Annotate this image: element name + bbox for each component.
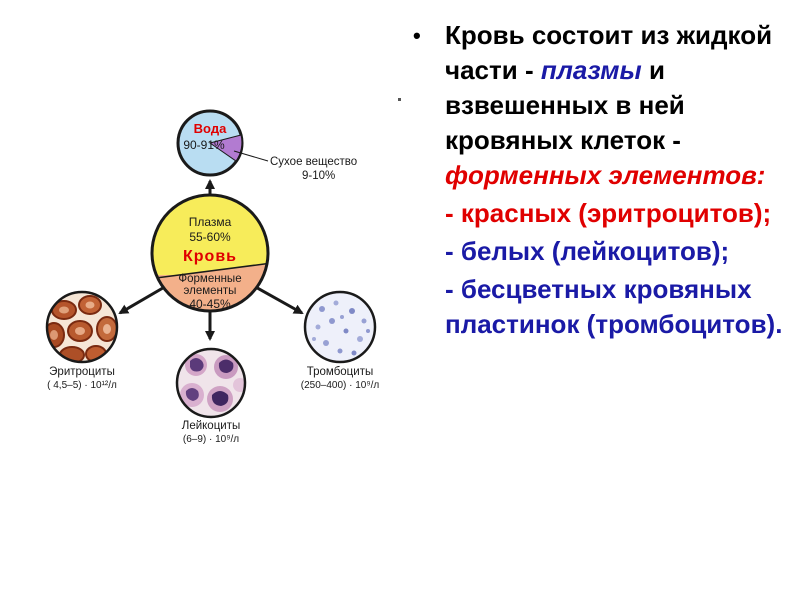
erythrocytes-title: Эритроциты xyxy=(49,366,115,378)
formed-word: форменных элементов: xyxy=(445,160,766,190)
water-circle: Вода 90-91% xyxy=(176,109,244,177)
blood-circle: Плазма 55-60% Кровь Форменные элементы 4… xyxy=(150,193,270,313)
leukocytes-circle xyxy=(175,347,247,419)
formed-line2: элементы xyxy=(184,285,237,297)
plasma-percent: 55-60% xyxy=(189,230,231,244)
water-percent: 90-91% xyxy=(183,138,225,152)
dry-matter-title: Сухое вещество xyxy=(270,156,357,168)
item-white-cells: - белых (лейкоцитов); xyxy=(445,236,730,266)
main-bullet: • Кровь состоит из жидкой части - плазмы… xyxy=(405,18,785,193)
plasma-word: плазмы xyxy=(540,55,642,85)
dry-matter-slice xyxy=(208,134,243,162)
arrow-to-erythrocytes xyxy=(118,283,169,315)
bullet-dot: • xyxy=(413,23,421,48)
leukocytes-count: (6–9) · 10⁹/л xyxy=(183,434,239,445)
formed-percent: 40-45% xyxy=(189,297,231,311)
leukocytes-title: Лейкоциты xyxy=(182,420,240,432)
item-red-cells: - красных (эритроцитов); xyxy=(445,198,772,228)
erythrocytes-circle xyxy=(45,290,119,364)
platelets-circle xyxy=(303,290,377,364)
platelets-title: Тромбоциты xyxy=(307,366,373,378)
blood-title: Кровь xyxy=(183,248,237,265)
intro-text-1: Кровь состоит из жидкой части - xyxy=(445,20,773,85)
blood-composition-diagram: Вода 90-91% Сухое вещество 9-10% Плазма … xyxy=(45,109,380,445)
item-platelets: - бесцветных кровяных пластинок (тромбоц… xyxy=(445,274,783,339)
formed-line1: Форменные xyxy=(178,273,241,285)
plasma-title: Плазма xyxy=(189,215,232,229)
erythrocytes-count: ( 4,5–5) · 10¹²/л xyxy=(47,380,117,391)
text-panel: • Кровь состоит из жидкой части - плазмы… xyxy=(405,18,785,342)
intro-text-2: и взвешенных в ней кровяных клеток - xyxy=(445,55,685,155)
arrow-to-platelets xyxy=(251,283,304,315)
platelets-count: (250–400) · 10⁹/л xyxy=(301,380,380,391)
stray-dot xyxy=(398,98,401,101)
dry-matter-pointer xyxy=(233,150,269,162)
water-title: Вода xyxy=(194,121,227,136)
dry-matter-percent: 9-10% xyxy=(302,170,335,182)
